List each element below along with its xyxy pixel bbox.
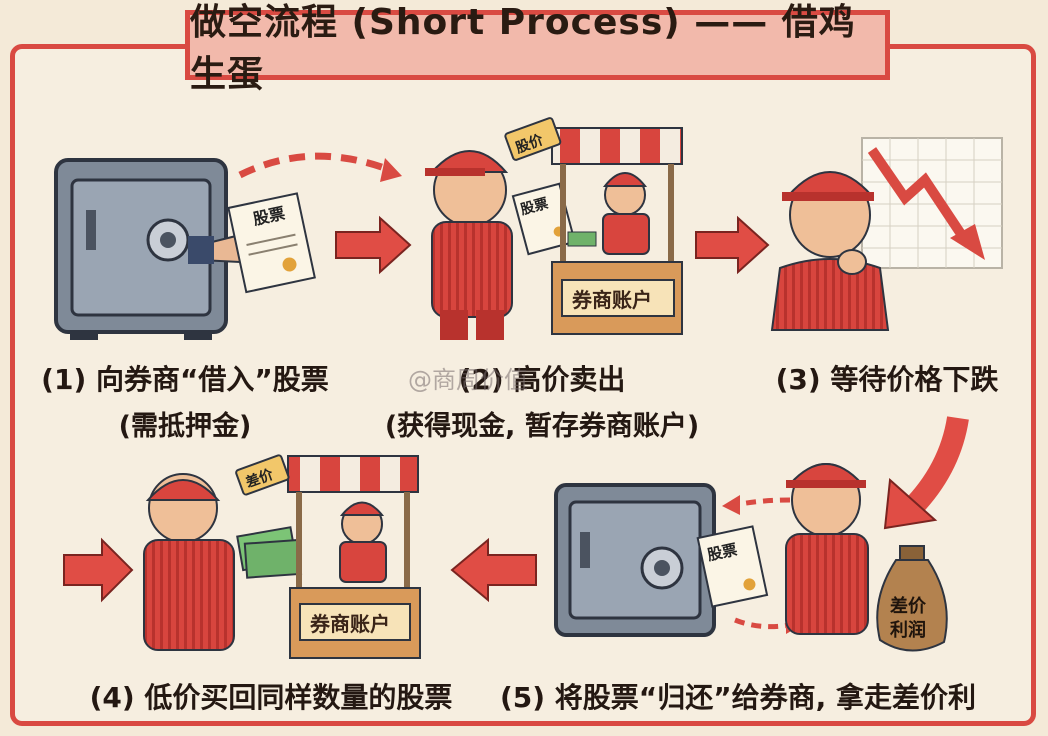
- stock-certificate-icon: [227, 192, 316, 294]
- buyer-figure: [143, 473, 235, 651]
- step2-caption-sub: (获得现金, 暂存券商账户): [384, 411, 700, 442]
- watermark: @商周价值: [408, 366, 528, 394]
- profit-label-line2: 利润: [890, 619, 926, 641]
- step2-caption: (2) 高价卖出 (获得现金, 暂存券商账户): [362, 358, 722, 443]
- step3-caption: (3) 等待价格下跌: [752, 358, 1022, 398]
- arrow-right-icon: [695, 215, 770, 275]
- step1-caption: (1) 向券商“借入”股票 (需抵押金): [20, 358, 350, 443]
- spread-tag-icon: [235, 454, 290, 496]
- step3-illustration: [770, 137, 1003, 331]
- step4-illustration: 券商账户 差价: [63, 454, 421, 659]
- trader-figure: [425, 150, 513, 340]
- step4-caption: (4) 低价买回同样数量的股票: [66, 676, 476, 716]
- step2-illustration: 股票 券商账户 股价: [425, 117, 683, 340]
- stock-label-3: 股票: [706, 540, 739, 564]
- step5-caption-main: (5) 将股票“归还”给券商, 拿走差价利: [499, 681, 976, 714]
- step5-caption: (5) 将股票“归还”给券商, 拿走差价利: [488, 676, 988, 716]
- waiting-man: [770, 171, 890, 331]
- account-label-2: 券商账户: [309, 612, 390, 636]
- falling-chart: [861, 137, 1003, 269]
- profiting-man: [785, 463, 869, 635]
- step3-caption-main: (3) 等待价格下跌: [775, 363, 999, 396]
- arrow-right-icon: [335, 215, 412, 275]
- step1-caption-main: (1) 向券商“借入”股票: [41, 363, 329, 396]
- arrow-right-icon: [63, 537, 134, 603]
- step1-illustration: 股票: [54, 152, 402, 340]
- money-bag-icon: [876, 545, 948, 652]
- cash-icon: [236, 526, 303, 579]
- step1-caption-sub: (需抵押金): [118, 411, 252, 442]
- diagram-title: 做空流程 (Short Process) —— 借鸡生蛋: [190, 2, 856, 95]
- stall: [287, 455, 421, 659]
- arrow-left-icon: [450, 537, 537, 603]
- arrow-down-left-icon: [883, 477, 938, 530]
- price-tag-icon: [504, 117, 562, 161]
- profit-label-line1: 差价: [890, 595, 927, 617]
- step5-illustration: 股票 差价 利润: [554, 463, 948, 652]
- stock-label-2: 股票: [519, 196, 550, 219]
- step2-caption-main: (2) 高价卖出: [458, 363, 626, 396]
- account-label-1: 券商账户: [571, 288, 652, 312]
- stall: [551, 127, 683, 335]
- step4-caption-main: (4) 低价买回同样数量的股票: [89, 681, 453, 714]
- safe-icon: [554, 483, 716, 637]
- title-banner: 做空流程 (Short Process) —— 借鸡生蛋: [185, 2, 890, 95]
